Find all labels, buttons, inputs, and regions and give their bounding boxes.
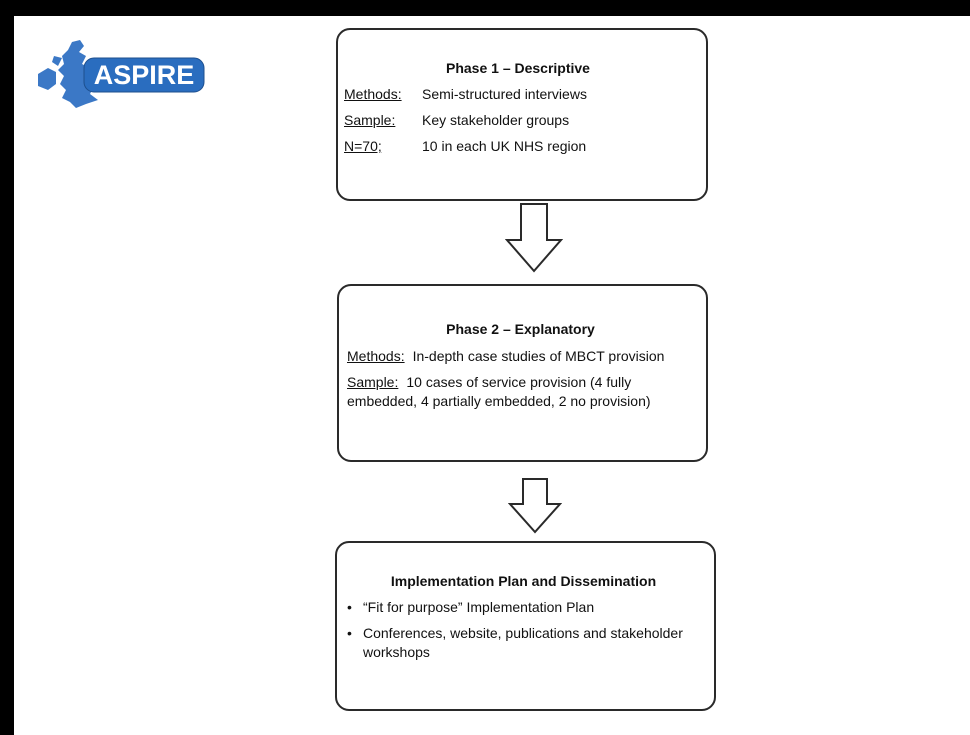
phase1-box: Phase 1 – Descriptive Methods: Semi-stru… xyxy=(336,28,708,201)
phase1-sample-value: Key stakeholder groups xyxy=(422,112,570,128)
phase2-methods-value: In-depth case studies of MBCT provision xyxy=(412,348,665,364)
phase2-title: Phase 2 – Explanatory xyxy=(446,321,595,337)
phase2-sample-value: 10 cases of service provision (4 fully e… xyxy=(347,374,651,409)
phase2-sample-key: Sample: xyxy=(347,374,399,390)
down-arrow-icon xyxy=(505,203,563,273)
phase2-methods-key: Methods: xyxy=(347,348,405,364)
implementation-item: Conferences, website, publications and s… xyxy=(345,624,702,662)
phase1-methods-row: Methods: Semi-structured interviews xyxy=(344,85,692,104)
phase1-sample-row: Sample: Key stakeholder groups xyxy=(344,111,692,130)
phase1-n-key: N=70; xyxy=(344,138,382,154)
phase2-box: Phase 2 – Explanatory Methods: In-depth c… xyxy=(337,284,708,462)
implementation-box: Implementation Plan and Dissemination “F… xyxy=(335,541,716,711)
phase2-sample-row: Sample:10 cases of service provision (4 … xyxy=(347,373,694,411)
implementation-item: “Fit for purpose” Implementation Plan xyxy=(345,598,702,617)
phase1-title: Phase 1 – Descriptive xyxy=(446,60,590,76)
phase1-n-value: 10 in each UK NHS region xyxy=(422,138,587,154)
aspire-logo: ASPIRE xyxy=(32,38,212,112)
phase2-methods-row: Methods: In-depth case studies of MBCT pr… xyxy=(347,347,694,366)
down-arrow-icon xyxy=(508,478,562,534)
logo-text: ASPIRE xyxy=(94,60,195,90)
implementation-title: Implementation Plan and Dissemination xyxy=(390,573,657,589)
phase1-n-row: N=70; 10 in each UK NHS region xyxy=(344,137,692,156)
phase1-sample-key: Sample: xyxy=(344,112,396,128)
phase1-methods-key: Methods: xyxy=(344,86,402,102)
uk-map-icon: ASPIRE xyxy=(38,40,205,108)
implementation-list: “Fit for purpose” Implementation Plan Co… xyxy=(345,598,702,662)
phase1-methods-value: Semi-structured interviews xyxy=(422,86,587,102)
